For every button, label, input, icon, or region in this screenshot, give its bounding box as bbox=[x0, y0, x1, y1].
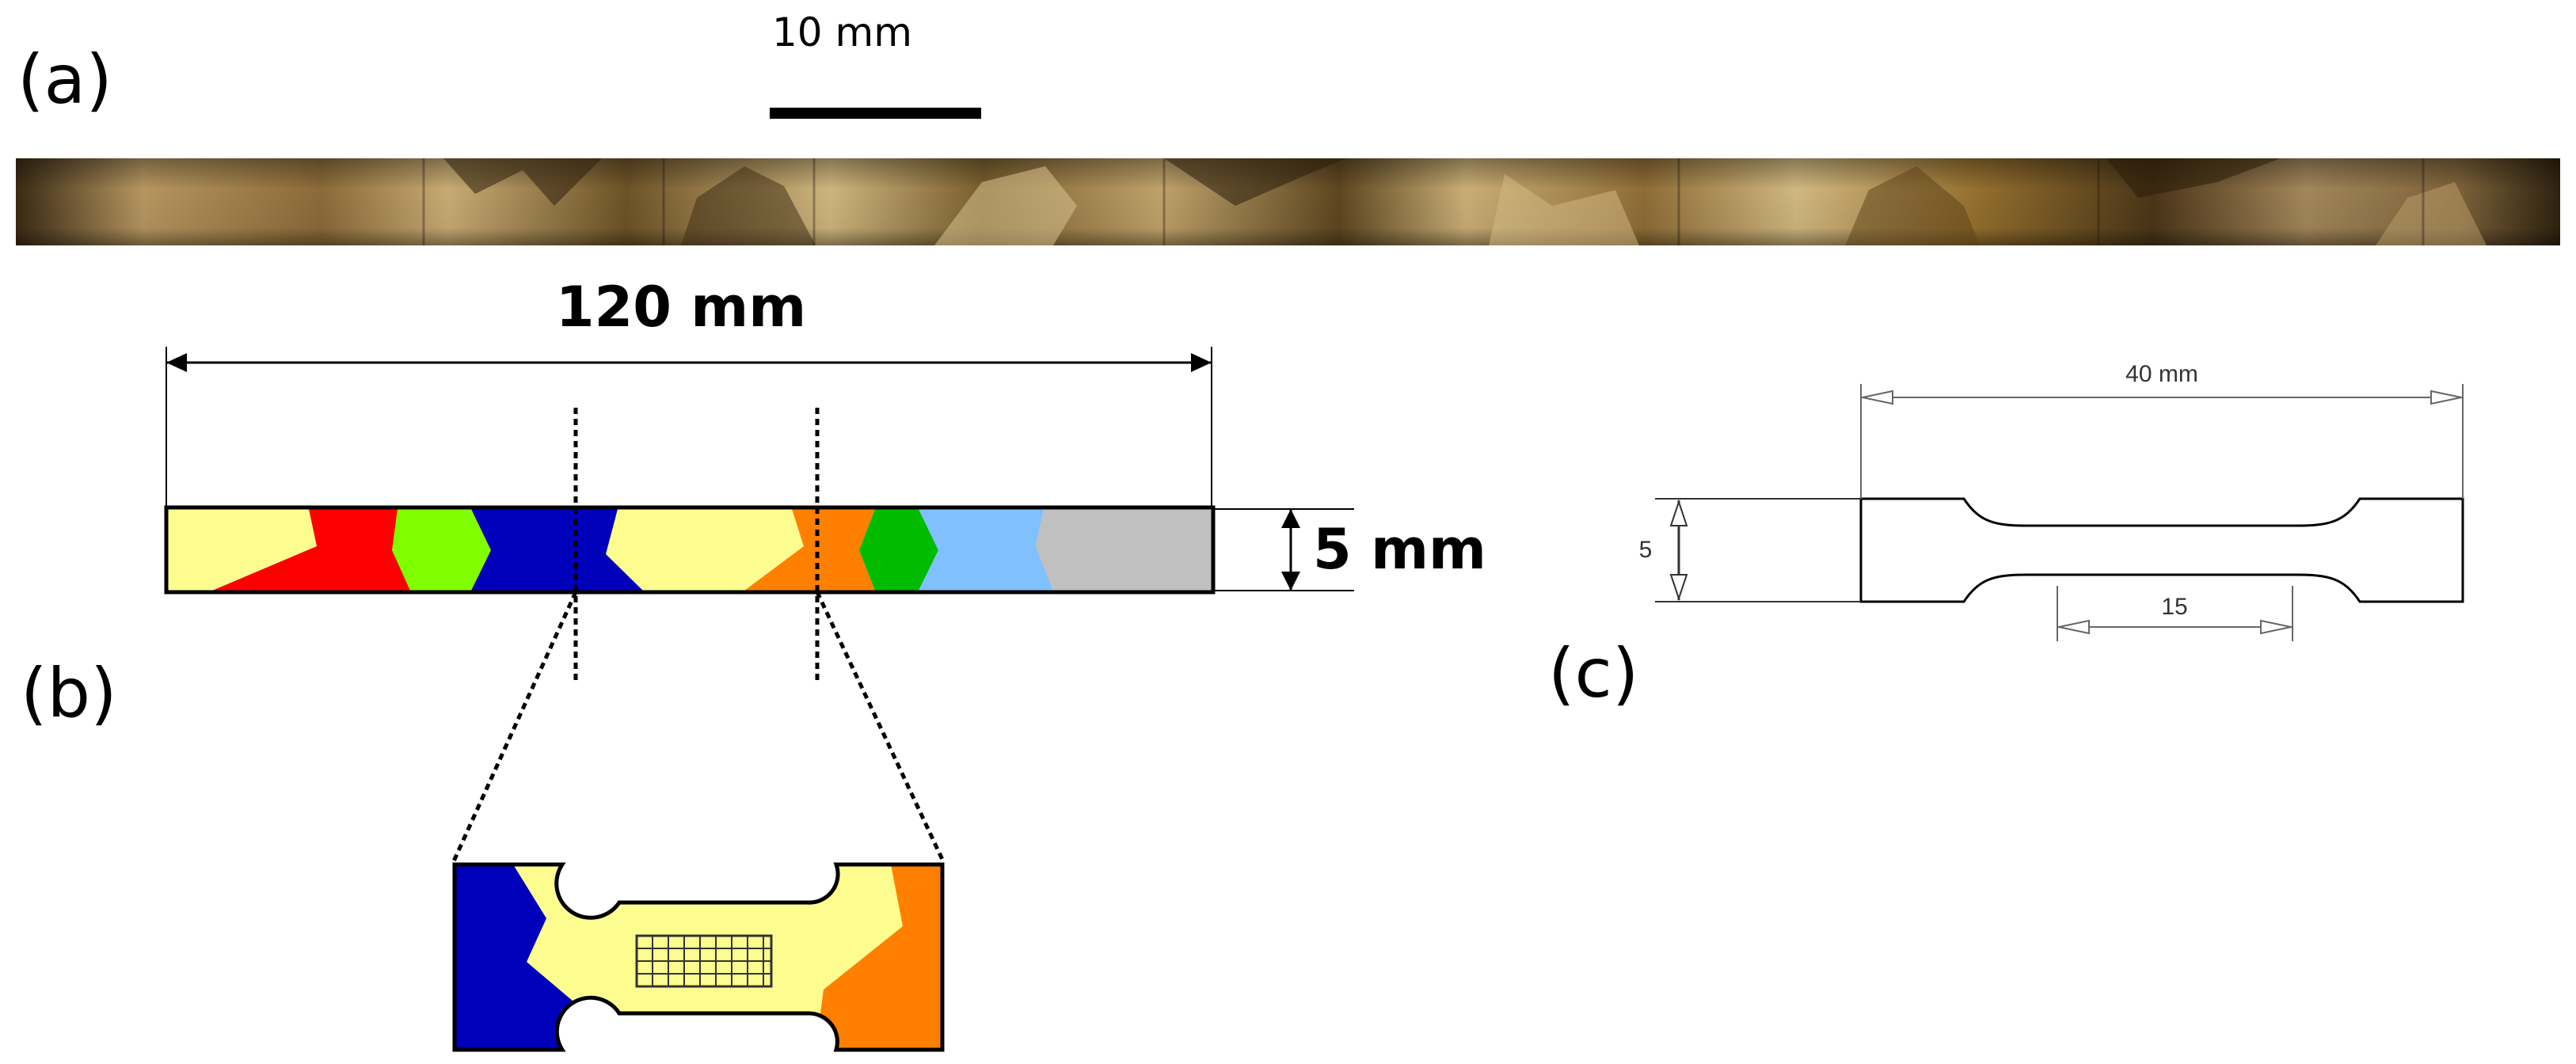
width-dimension-c bbox=[1655, 498, 1861, 602]
zoomed-dogbone-specimen bbox=[452, 862, 945, 1052]
panel-b-label: (b) bbox=[21, 654, 117, 733]
grain-map-strip bbox=[168, 509, 1212, 591]
gauge-length-dimension bbox=[2057, 586, 2293, 641]
panel-c-label: (c) bbox=[1548, 634, 1638, 713]
total-length-dimension bbox=[1860, 384, 2464, 499]
panel-a-label: (a) bbox=[17, 40, 112, 120]
sample-photograph bbox=[16, 158, 2560, 245]
width-label-c: 5 bbox=[1639, 537, 1653, 563]
gauge-length-label: 15 bbox=[2161, 594, 2187, 620]
grain-map-border bbox=[164, 505, 1216, 595]
width-dimension-label: 5 mm bbox=[1313, 517, 1486, 582]
scale-bar bbox=[770, 108, 981, 119]
total-length-label: 40 mm bbox=[2125, 361, 2198, 387]
scale-bar-label: 10 mm bbox=[772, 10, 912, 55]
length-dimension-arrow bbox=[166, 347, 1212, 507]
width-dimension-arrow bbox=[1214, 508, 1354, 591]
specimen-technical-drawing bbox=[1859, 497, 2464, 603]
cut-lines bbox=[451, 408, 946, 864]
length-dimension-label: 120 mm bbox=[556, 275, 806, 340]
